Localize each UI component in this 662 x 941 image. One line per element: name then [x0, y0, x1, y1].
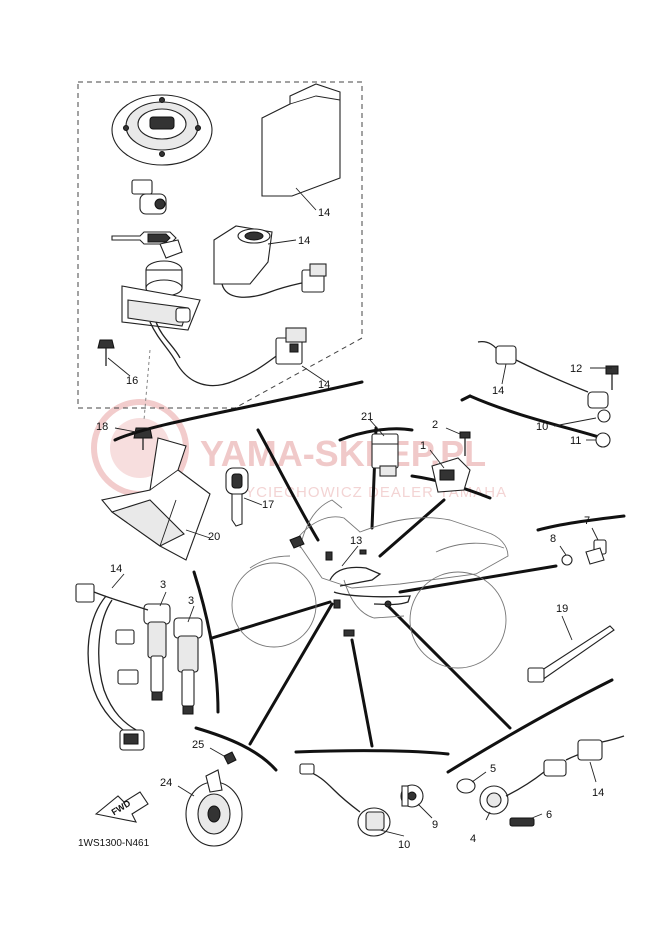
seat-lock: [131, 179, 167, 215]
callout-20: 18: [96, 421, 108, 433]
sub-harness-left: [75, 583, 149, 751]
callout-17: 14: [298, 235, 310, 247]
callout-10: 10: [398, 839, 410, 851]
sensor-group-10: [299, 763, 391, 837]
switch-9: [400, 784, 424, 808]
bolt-25: [223, 751, 237, 765]
main-switch-connector: [275, 327, 307, 365]
callout-3-first: 3: [160, 579, 166, 591]
forward-arrow-icon: FWD: [94, 791, 149, 823]
fuel-tank-cap: [111, 94, 213, 166]
callout-5: 5: [490, 763, 496, 775]
ignition-coil-1: [143, 603, 171, 701]
lock-set-group-box: [77, 81, 363, 409]
callout-6: 6: [546, 809, 552, 821]
callout-16: 14: [318, 207, 330, 219]
callout-21: 19: [556, 603, 568, 615]
callout-13: 12: [570, 363, 582, 375]
callout-24: 24: [160, 777, 172, 789]
bolt-20-guide: [143, 349, 151, 421]
callout-8: 8: [550, 533, 556, 545]
cover-bracket: [100, 437, 211, 561]
ignition-key-set: [111, 231, 183, 259]
callout-19: 17: [262, 499, 274, 511]
callout-18: 16: [126, 375, 138, 387]
callout-14-left: 14: [110, 563, 122, 575]
callout-9: 9: [432, 819, 438, 831]
ignition-coil-2: [173, 617, 203, 715]
callout-14-upper: 14: [492, 385, 504, 397]
callout-15: 14: [318, 379, 330, 391]
relay: [371, 433, 399, 477]
bolt-6: [509, 817, 535, 827]
cable-tie: [527, 625, 615, 683]
callout-4: 4: [470, 833, 476, 845]
motorcycle-outline: [231, 499, 509, 669]
harness-on-bike: [329, 566, 411, 606]
callout-2: 2: [432, 419, 438, 431]
callout-labels: 14 14 14 16 18 20 17 21 1 2 14 10 11 12 …: [96, 207, 604, 851]
bolt-2: [459, 431, 471, 456]
immobilizer-unit: [213, 225, 327, 298]
callout-1: 1: [420, 440, 426, 452]
callout-25: 25: [192, 739, 204, 751]
sender-7: [585, 539, 607, 565]
callout-11: 10: [536, 421, 548, 433]
sensor-4: [479, 735, 625, 815]
callout-leaders: [107, 187, 612, 837]
callout-23: 21: [361, 411, 373, 423]
horn: [185, 769, 243, 847]
callout-22: 20: [208, 531, 220, 543]
callout-12: 11: [570, 435, 581, 447]
washer-8: [561, 554, 573, 566]
main-switch: [121, 260, 283, 387]
bolt-18: [97, 339, 115, 366]
o-ring-5: [456, 778, 476, 794]
ecu-unit: [261, 83, 341, 197]
callout-14-bike: 13: [350, 535, 362, 547]
speed-sensor-assembly: [477, 340, 619, 448]
key-blank: [225, 467, 249, 527]
callout-7: 7: [584, 515, 590, 527]
sensor-1: [431, 457, 471, 493]
drawing-code: 1WS1300-N461: [78, 838, 150, 849]
callout-14-lower: 14: [592, 787, 604, 799]
callout-3-second: 3: [188, 595, 194, 607]
